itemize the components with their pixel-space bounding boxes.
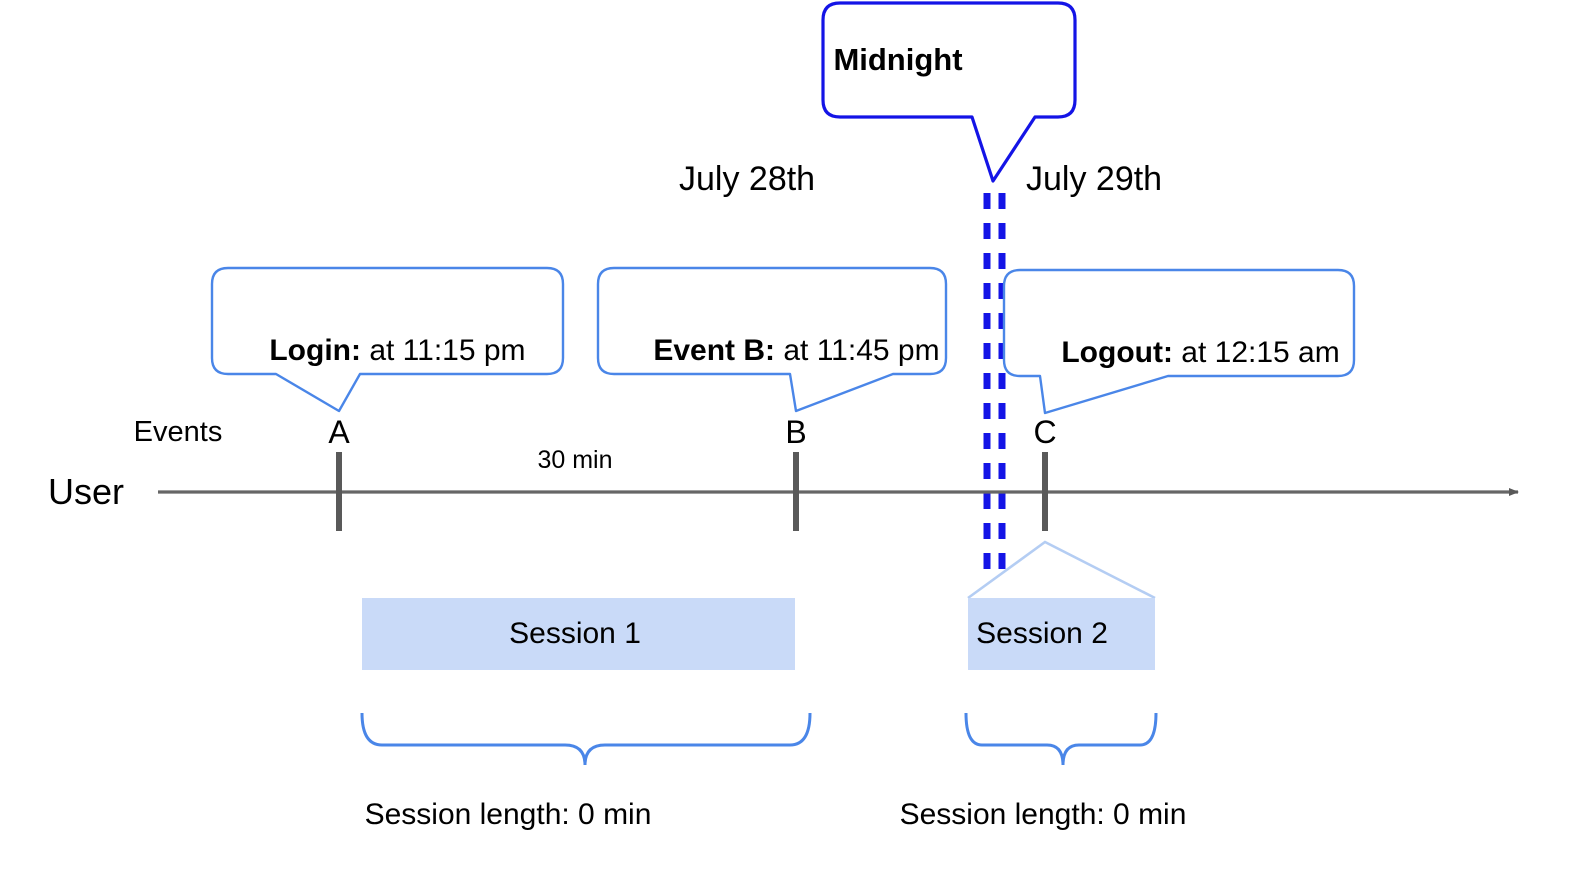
midnight-callout-shape <box>821 1 1077 183</box>
session2-length-label: Session length: 0 min <box>899 798 1187 831</box>
callout-label-c: Logout: at 12:15 am <box>1028 308 1340 398</box>
event-tick-marks <box>336 452 1048 531</box>
events-row-label: Events <box>133 416 223 448</box>
session2-box <box>968 598 1155 670</box>
user-row-label: User <box>48 471 125 512</box>
session1-length-label: Session length: 0 min <box>364 798 652 831</box>
event-letter-c: C <box>1033 414 1057 450</box>
callout-shape-c <box>1002 268 1356 415</box>
date-label-july-28: July 28th <box>679 160 816 198</box>
callout-c-bold: Logout: <box>1061 336 1173 369</box>
session2-connector <box>967 540 1156 600</box>
gap-duration-label: 30 min <box>537 446 613 474</box>
session1-label: Session 1 <box>509 617 641 650</box>
callout-a-rest: at 11:15 pm <box>360 334 526 367</box>
session2-label: Session 2 <box>976 617 1108 650</box>
date-label-july-29: July 29th <box>1026 160 1163 198</box>
midnight-dashed-lines <box>983 193 1006 580</box>
event-letter-a: A <box>328 414 350 450</box>
session2-brace <box>964 712 1158 766</box>
callout-b-bold: Event B: <box>653 334 776 367</box>
callout-label-b: Event B: at 11:45 pm <box>620 306 940 396</box>
callout-shape-b <box>596 266 948 413</box>
callout-c-rest: at 12:15 am <box>1172 336 1340 369</box>
session1-brace <box>360 712 812 766</box>
callout-shape-a <box>210 266 565 413</box>
session1-box <box>362 598 795 670</box>
midnight-callout-label: Midnight <box>833 42 963 77</box>
callout-a-bold: Login: <box>269 334 361 367</box>
callout-b-rest: at 11:45 pm <box>775 334 940 367</box>
event-letter-b: B <box>785 414 807 450</box>
callout-label-a: Login: at 11:15 pm <box>236 306 526 396</box>
